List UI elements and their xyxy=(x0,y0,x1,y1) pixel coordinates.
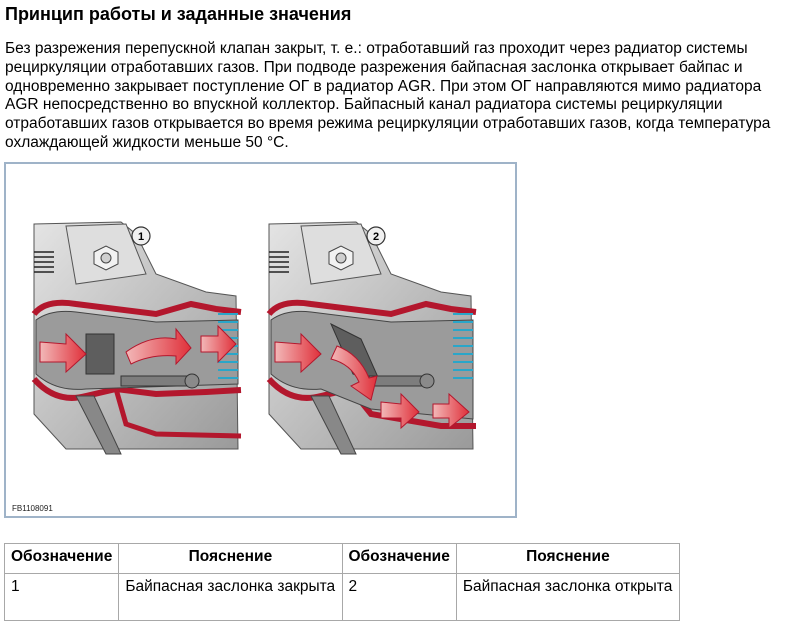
diagram-figure: 1 xyxy=(4,162,517,518)
cell-designation: 2 xyxy=(341,573,457,621)
cell-explanation: Байпасная заслонка открыта xyxy=(455,573,681,621)
egr-valve-illustration: 1 xyxy=(31,221,477,455)
header-designation-1: Обозначение xyxy=(3,543,120,574)
figure-code: FB1108091 xyxy=(12,504,53,513)
panel-1-label: 1 xyxy=(138,231,144,243)
cell-explanation: Байпасная заслонка закрыта xyxy=(118,573,343,621)
legend-header-row: Обозначение Пояснение Обозначение Поясне… xyxy=(3,543,681,574)
description-paragraph: Без разрежения перепускной клапан закрыт… xyxy=(5,40,771,151)
panel-2: 2 xyxy=(266,221,477,455)
panel-1: 1 xyxy=(31,221,242,455)
page-title: Принцип работы и заданные значения xyxy=(5,4,352,24)
panel-2-label: 2 xyxy=(373,231,379,243)
header-designation-2: Обозначение xyxy=(341,543,457,574)
cell-designation: 1 xyxy=(3,573,120,621)
header-explanation-2: Пояснение xyxy=(455,543,681,574)
table-row: 1 Байпасная заслонка закрыта 2 Байпасная… xyxy=(3,573,681,621)
legend-table: Обозначение Пояснение Обозначение Поясне… xyxy=(3,543,681,621)
header-explanation-1: Пояснение xyxy=(118,543,343,574)
